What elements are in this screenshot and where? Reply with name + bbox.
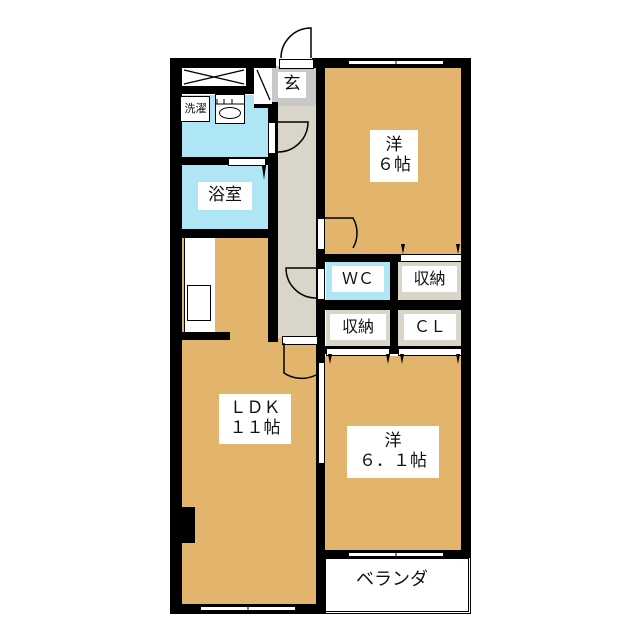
room-label-closet: ＣＬ: [404, 314, 456, 340]
wall-left: [170, 58, 182, 614]
wall-kitchen-bottom: [180, 332, 230, 340]
wall-laundry-top: [180, 86, 272, 94]
veranda-outline: [321, 558, 471, 614]
wall-top-left: [170, 58, 276, 68]
room-label-laundry: 洗濯: [182, 99, 209, 119]
room-label-entrance: 玄: [278, 72, 306, 98]
wall-bath-top: [180, 157, 272, 165]
room-label-ldk: ＬＤＫ １１帖: [219, 394, 291, 444]
wall-hall-bottom: [268, 334, 278, 342]
room-label-veranda: ベランダ: [340, 565, 444, 595]
laundry-door-gap: [268, 122, 276, 154]
hallway-floor: [276, 102, 318, 338]
wall-wc-divider: [390, 254, 398, 354]
wall-entry-bottom: [254, 102, 278, 108]
room-label-bath: 浴室: [198, 182, 252, 210]
bath-door-gap: [228, 158, 266, 166]
room-label-wc: ＷＣ: [332, 266, 384, 292]
room-label-storage-1: 収納: [402, 266, 457, 292]
room-label-western-1: 洋 ６帖: [370, 130, 418, 182]
washbasin-bowl-icon: [219, 107, 241, 119]
storage2-door-gap: [326, 348, 390, 356]
room-label-storage-2: 収納: [330, 314, 386, 340]
room-label-western-2: 洋 ６．１帖: [347, 426, 439, 478]
wall-utility-right: [246, 58, 254, 94]
ldk-sliding-door: [318, 362, 325, 464]
ldk-pillar: [180, 507, 195, 543]
kitchen-sink-icon: [187, 285, 211, 321]
wall-wet-right: [268, 106, 278, 338]
wall-bath-bottom: [180, 229, 278, 238]
western1-door-gap: [317, 218, 325, 250]
entrance-door-gap: [279, 59, 314, 69]
wall-hall-right: [316, 58, 325, 614]
storage1-door-gap: [400, 254, 462, 262]
closet-door-gap: [398, 348, 462, 356]
ldk-door-gap: [282, 336, 318, 345]
wc-door-gap: [317, 268, 325, 300]
